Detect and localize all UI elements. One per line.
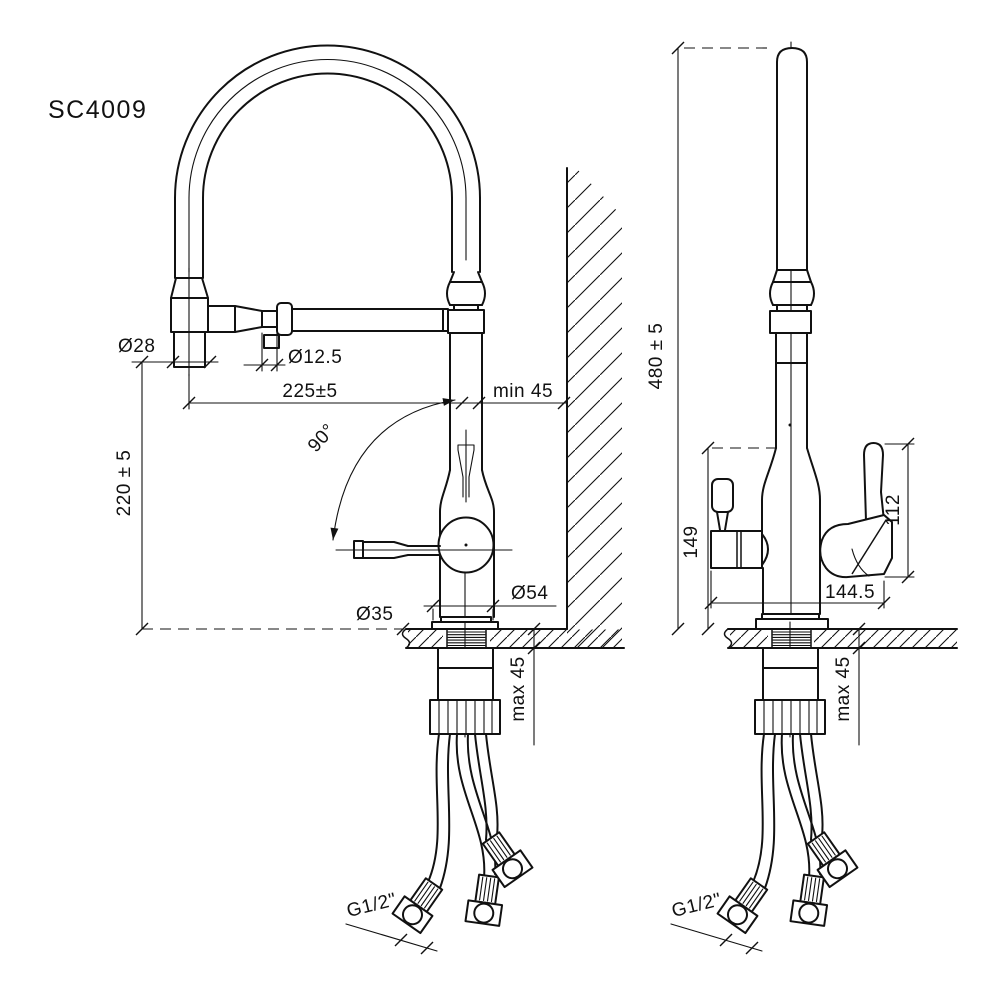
base-diameter-label: Ø54 <box>511 583 548 604</box>
hole-diameter-label: Ø35 <box>356 604 393 625</box>
deck-hatch-right <box>490 629 622 648</box>
hose-fitting <box>391 873 449 935</box>
faucet-body-front <box>335 271 513 630</box>
side-view <box>710 41 958 649</box>
deck-break-symbol <box>401 628 411 649</box>
mounting-nut <box>429 699 501 735</box>
wall-distance-label: min 45 <box>493 381 553 402</box>
faucet-body-side <box>710 41 893 630</box>
dim-deck-thickness: max 45 <box>508 622 541 746</box>
mixer-lever-handle <box>819 442 893 579</box>
body-height-label: 149 <box>681 525 702 558</box>
spray-holder-handle <box>710 478 769 569</box>
hose-thread-label: G1/2" <box>345 889 399 922</box>
deck-thickness-label: max 45 <box>508 656 529 721</box>
docking-arm <box>207 302 449 349</box>
front-view-dimensions: Ø28 Ø12.5 225±5 min 45 90° 220 ± 5 Ø35 Ø… <box>114 332 571 636</box>
side-view-dimensions: 480 ± 5 149 112 144.5 <box>646 41 915 636</box>
deck-break-symbol2 <box>723 628 733 649</box>
deck-hatch-right2 <box>814 629 957 648</box>
lever-handle-front <box>335 540 513 559</box>
spout-reach-label: 225±5 <box>282 381 337 402</box>
spout-tube <box>776 47 808 271</box>
spring-spout-arc <box>174 44 481 279</box>
spray-diameter-label: Ø28 <box>118 336 155 357</box>
underdeck-assembly: G1/2" max 45 <box>345 621 541 955</box>
front-view <box>170 44 625 649</box>
depth-label: 144.5 <box>825 582 875 603</box>
model-number-label: SC4009 <box>48 96 147 124</box>
wall-hatch <box>567 170 622 648</box>
deck-hatch-left <box>408 629 443 648</box>
base-flange-side <box>755 618 829 630</box>
spray-head <box>170 267 209 377</box>
deck-hatch-left2 <box>730 629 768 648</box>
underdeck-assembly-side <box>670 622 865 954</box>
overall-height-label: 480 ± 5 <box>646 323 667 390</box>
handle-height-label: 112 <box>883 494 904 526</box>
outlet-height-label: 220 ± 5 <box>114 450 135 517</box>
pipe-diameter-label: Ø12.5 <box>288 347 342 368</box>
supply-hoses <box>391 733 534 935</box>
threaded-shank <box>437 630 494 701</box>
swivel-angle-label: 90° <box>304 420 340 457</box>
